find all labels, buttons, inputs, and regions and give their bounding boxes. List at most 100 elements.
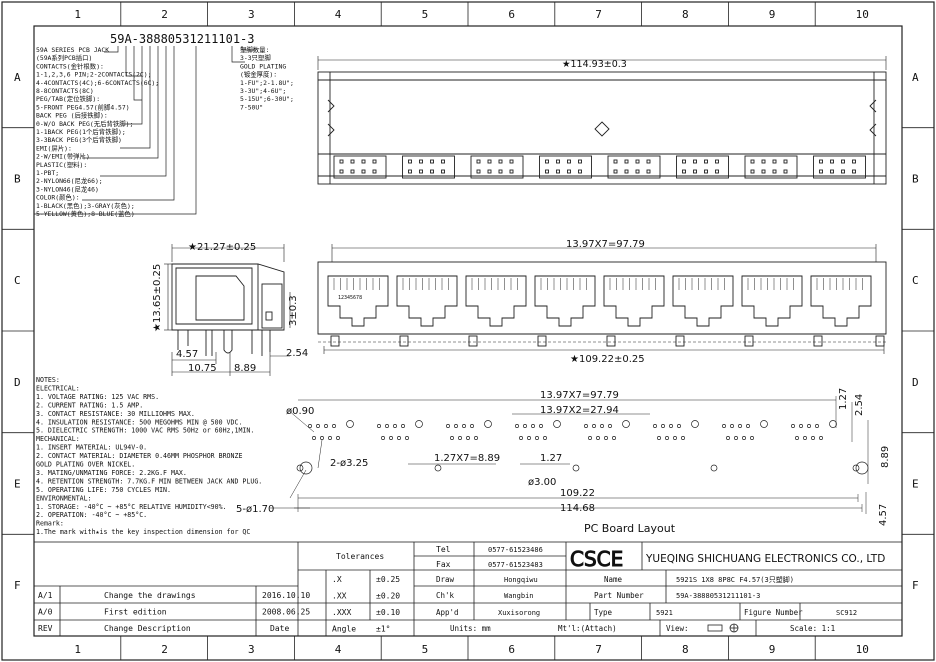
part-code-option: 1-1BACK PEG(1个后背铁脚); (36, 127, 126, 136)
part-code-option: EMI(屏片): (36, 143, 72, 152)
partnum-value: 59A-38880531211101-3 (676, 592, 760, 600)
note-line: 1. VOLTAGE RATING: 125 VAC RMS. (36, 393, 159, 401)
top-port-window (813, 155, 866, 179)
part-code-option: 4-4CONTACTS(4C);6-6CONTACTS(6C); (36, 79, 159, 87)
pcb-pin-hole (385, 424, 389, 428)
pcb-pin-hole (312, 436, 316, 440)
top-contact (487, 169, 492, 174)
front-pin (813, 335, 823, 347)
top-contact (578, 169, 582, 174)
figure-value: SC912 (836, 609, 857, 617)
zone-row-left: F (14, 579, 21, 592)
pcb-pin-hole (328, 436, 332, 440)
part-code-option: 8-8CONTACTS(8C) (36, 87, 94, 95)
top-contact (715, 159, 719, 164)
part-code-option: (镀金厚度): (240, 70, 277, 79)
zone-col-bottom: 8 (682, 643, 689, 656)
front-pin (744, 335, 754, 347)
top-contact (772, 159, 777, 164)
pcb-width-outer: 114.68 (560, 503, 595, 514)
zone-row-right: F (912, 579, 919, 592)
pcb-pin-hole (791, 424, 795, 428)
top-contact (783, 159, 788, 164)
pcb-pin-hole (807, 424, 811, 428)
pcb-pin-hole (653, 424, 657, 428)
pcb-pin-hole (592, 424, 596, 428)
top-contact (646, 169, 651, 174)
pcb-peg-hole (346, 420, 354, 428)
tolerance-key: Angle (332, 625, 356, 634)
appd-label: App'd (436, 608, 459, 617)
pcb-pin-hole (588, 436, 592, 440)
tel-value: 0577-61523486 (488, 546, 543, 554)
part-code-option: 5-FRONT PEG4.57(前脚4.57) (36, 102, 130, 111)
pcb-pin-hole (722, 424, 726, 428)
part-code-option: CONTACTS(金针根数): (36, 61, 104, 70)
front-port-opening (534, 275, 596, 327)
top-contact (556, 159, 560, 164)
note-line: 1. INSERT MATERIAL: UL94V-0. (36, 444, 147, 452)
top-contact (408, 159, 412, 164)
tolerance-value: ±0.25 (376, 575, 400, 584)
pcb-front-hole (296, 464, 304, 472)
front-port-opening (327, 275, 389, 327)
pcb-peg-hole (829, 420, 837, 428)
pcb-pin-hole (608, 424, 612, 428)
top-contact (441, 159, 445, 164)
pcb-dim-r2: 2.54 (854, 394, 865, 416)
pcb-pin-hole (669, 424, 673, 428)
note-line: 1. STORAGE: -40°C ~ +85°C RELATIVE HUMID… (36, 503, 227, 511)
tolerance-value: ±1° (376, 625, 390, 634)
chk-value: Wangbin (504, 592, 534, 600)
zone-col-top: 9 (769, 8, 776, 21)
zone-col-bottom: 5 (422, 643, 429, 656)
zone-row-right: A (912, 71, 919, 84)
pcb-pin-hole (612, 436, 616, 440)
front-pin (875, 335, 885, 347)
top-contact (693, 159, 697, 164)
dim-side-b: 10.75 (188, 363, 217, 374)
pcb-peg-hole (691, 420, 699, 428)
top-contact (635, 169, 640, 174)
pcb-pin-hole (446, 424, 450, 428)
top-contact (545, 169, 549, 174)
pcb-pin-hole (742, 436, 746, 440)
note-line: 2. CURRENT RATING: 1.5 AMP. (36, 401, 143, 409)
top-contact (783, 169, 788, 174)
pcb-pin-hole (795, 436, 799, 440)
pcb-pin-hole (803, 436, 807, 440)
note-line: 2. CONTACT MATERIAL: DIAMETER 0.46MM PHO… (36, 452, 242, 460)
part-code-option: 3-3BACK PEG(3个后背铁脚) (36, 135, 122, 144)
pcb-peg-hole (553, 420, 561, 428)
company-name: YUEQING SHICHUANG ELECTRONICS CO., LTD (645, 553, 885, 565)
front-port-opening (465, 275, 527, 327)
pcb-pin-hole (531, 424, 535, 428)
top-contact (350, 159, 355, 164)
type-value: 5921 (656, 609, 673, 617)
pcb-pin-hole (320, 436, 324, 440)
pcb-peg-hole (415, 420, 423, 428)
top-contact (830, 159, 834, 164)
zone-row-left: A (14, 71, 21, 84)
top-contact (646, 159, 651, 164)
front-view (317, 244, 887, 354)
pcb-pin-hole (405, 436, 409, 440)
pcb-front-hole (852, 464, 860, 472)
pcb-front-hole (434, 464, 442, 472)
pcb-pin-hole (393, 424, 397, 428)
inner-frame (33, 25, 903, 637)
part-code-option: 3-3只塑脚 (240, 53, 271, 62)
top-port-window (470, 155, 524, 179)
dim-front-pitch: 13.97X7=97.79 (566, 239, 645, 250)
top-contact (408, 169, 412, 174)
part-code-option: PLASTIC(塑料): (36, 160, 87, 169)
pcb-pin-hole (458, 436, 462, 440)
revision-id: A/0 (38, 608, 53, 617)
pin-numbers: 12345678 (338, 295, 362, 301)
part-code-option: COLOR(颜色): (36, 193, 80, 202)
pcb-pin-hole (665, 436, 669, 440)
dim-side-d: 2.54 (286, 348, 308, 359)
pcb-pin-hole (466, 436, 470, 440)
top-contact (476, 159, 481, 164)
pcb-pin-hole (527, 436, 531, 440)
